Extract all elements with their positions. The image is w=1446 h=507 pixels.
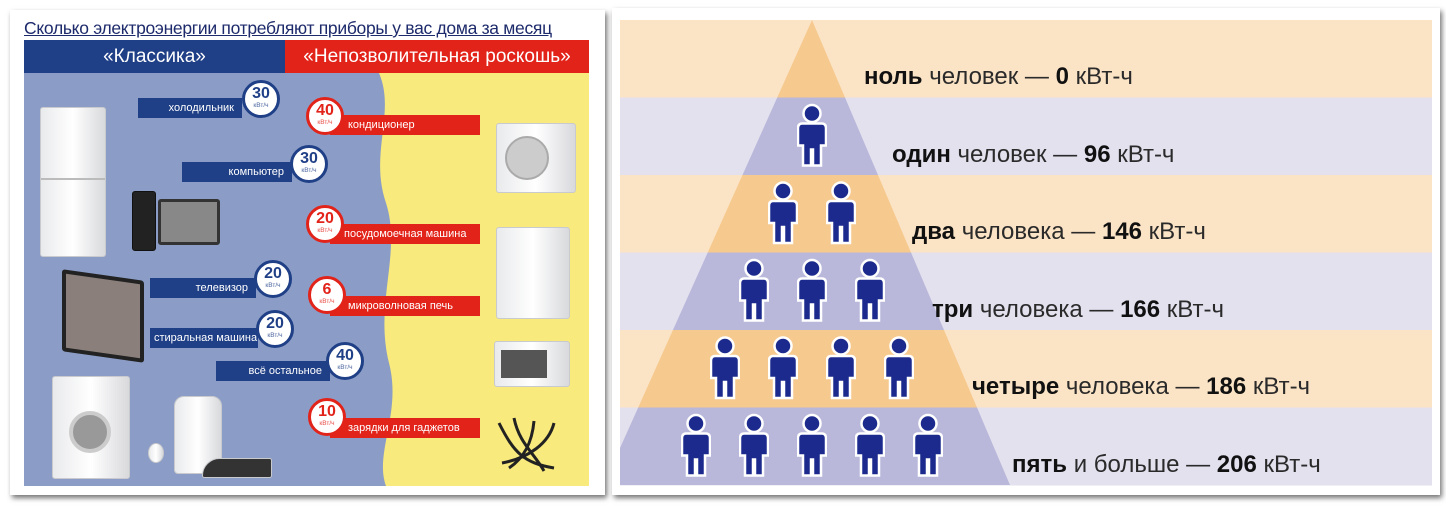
callout-everything-else: всё остальное xyxy=(216,361,330,381)
count-word: ноль xyxy=(864,63,923,90)
noun: человека xyxy=(1065,373,1169,400)
callout-chargers: зарядки для гаджетов xyxy=(330,418,480,438)
washing-machine-image xyxy=(52,376,130,479)
consumption-value: 0 xyxy=(1055,63,1069,90)
consumption-value: 146 xyxy=(1101,218,1142,245)
luxury-header: «Непозволительная роскошь» xyxy=(285,40,589,73)
band-0 xyxy=(620,20,1432,98)
lightbulb-image xyxy=(148,443,164,463)
callout-fridge: холодильник xyxy=(138,98,242,118)
pyramid-segment-4 xyxy=(620,330,1010,408)
unit: кВт-ч xyxy=(1148,218,1206,245)
consumption-value: 186 xyxy=(1206,373,1247,400)
noun: и больше xyxy=(1073,450,1180,478)
count-word: пять xyxy=(1012,450,1068,478)
callout-computer: компьютер xyxy=(182,162,292,182)
classic-header: «Классика» xyxy=(24,40,285,73)
chargers-image xyxy=(494,413,564,473)
infographic-title: Сколько электроэнергии потребляют прибор… xyxy=(24,18,552,38)
unit: кВт-ч xyxy=(1117,140,1175,168)
monitor-image xyxy=(158,199,220,245)
count-word: три xyxy=(932,295,974,323)
household-row-label: пять и больше — 206 кВт-ч xyxy=(1012,450,1321,478)
consumption-value: 166 xyxy=(1120,295,1161,323)
noun: человек xyxy=(929,63,1019,90)
fridge-image xyxy=(40,107,106,257)
noun: человека xyxy=(979,295,1083,323)
household-size-pyramid-panel: ноль человек — 0 кВт-ч один человек — 96 … xyxy=(612,8,1440,495)
count-word: один xyxy=(892,140,951,168)
air-conditioner-image xyxy=(496,123,576,193)
dishwasher-image xyxy=(496,227,570,319)
callout-microwave: микроволновая печь xyxy=(330,296,480,316)
callout-washing-machine: стиральная машина xyxy=(150,328,258,348)
household-row-label: два человека — 146 кВт-ч xyxy=(912,218,1206,245)
unit: кВт-ч xyxy=(1263,450,1321,478)
count-word: два xyxy=(912,218,956,245)
household-row-label: ноль человек — 0 кВт-ч xyxy=(864,63,1133,90)
consumption-value: 206 xyxy=(1216,450,1257,478)
unit: кВт-ч xyxy=(1166,295,1224,323)
consumption-value: 96 xyxy=(1083,140,1111,168)
household-row-label: один человек — 96 кВт-ч xyxy=(892,140,1175,168)
pyramid-graphic xyxy=(620,20,1432,486)
iron-image xyxy=(202,458,272,478)
callout-dishwasher: посудомоечная машина xyxy=(330,224,480,244)
noun: человек xyxy=(957,140,1047,168)
unit: кВт-ч xyxy=(1075,63,1133,90)
noun: человека xyxy=(961,218,1065,245)
callout-air-conditioner: кондиционер xyxy=(330,115,480,135)
microwave-image xyxy=(494,341,570,387)
computer-image xyxy=(132,191,156,251)
household-row-label: четыре человека — 186 кВт-ч xyxy=(972,373,1311,400)
appliance-consumption-panel: Сколько электроэнергии потребляют прибор… xyxy=(10,10,605,495)
tv-image xyxy=(62,269,144,363)
unit: кВт-ч xyxy=(1252,373,1311,400)
count-word: четыре xyxy=(972,373,1060,400)
household-row-label: три человека — 166 кВт-ч xyxy=(932,295,1224,323)
callout-tv: телевизор xyxy=(150,278,256,298)
